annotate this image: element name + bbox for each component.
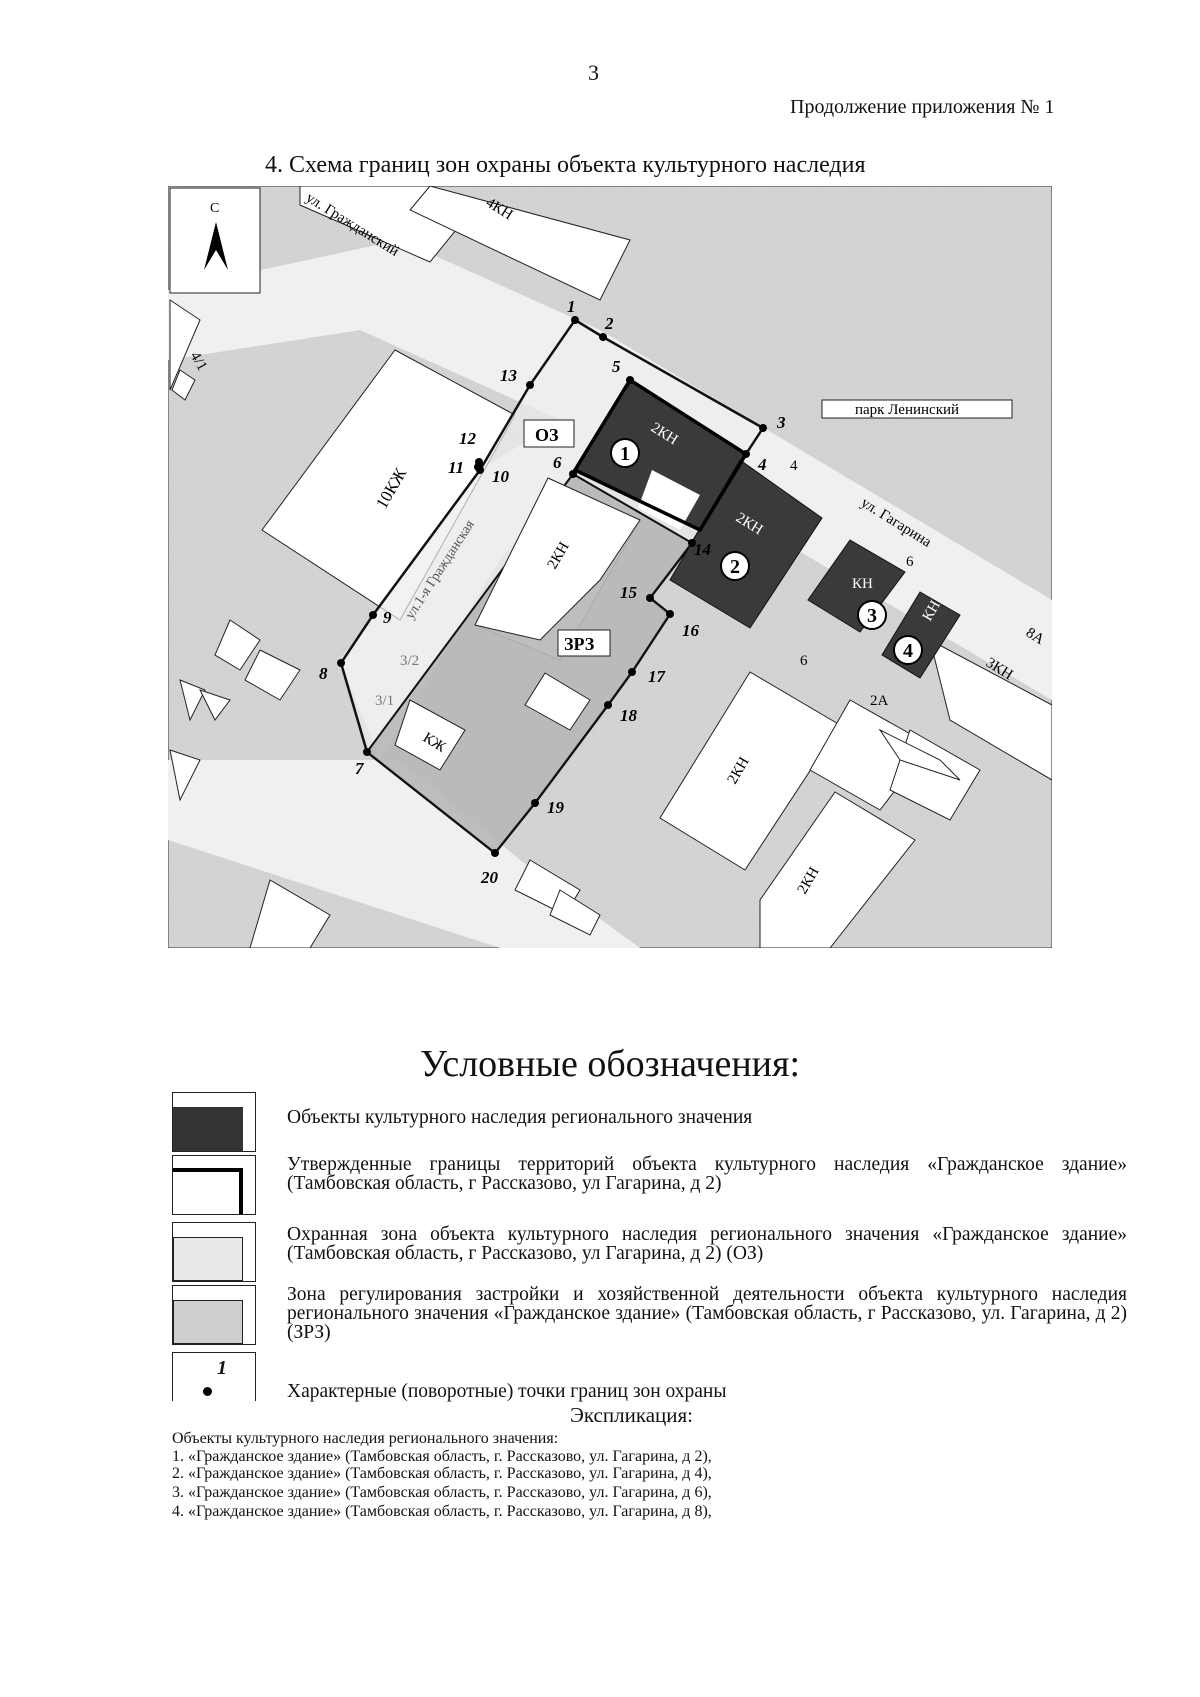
legend-item: Охранная зона объекта культурного наслед… xyxy=(287,1224,1127,1264)
courtyard xyxy=(638,470,700,530)
territory-boundary xyxy=(572,378,749,533)
legend-swatch-territory xyxy=(172,1155,256,1215)
north-label: С xyxy=(210,201,219,216)
boundary-point-label: 12 xyxy=(459,429,477,448)
explication-item: 3. «Гражданское здание» (Тамбовская обла… xyxy=(172,1484,712,1501)
legend-item: Характерные (поворотные) точки границ зо… xyxy=(287,1381,727,1402)
object-number-label: 2 xyxy=(730,556,740,578)
object-number-label: 4 xyxy=(903,640,913,662)
legend-swatch-zrz xyxy=(172,1285,256,1345)
boundary-point-label: 7 xyxy=(355,759,365,778)
boundary-point-label: 11 xyxy=(448,458,464,477)
boundary-point xyxy=(337,659,345,667)
boundary-point-label: 13 xyxy=(500,366,518,385)
regulation-zone-zrz xyxy=(365,472,694,855)
building-label: 2А xyxy=(870,693,889,709)
point-symbol-label: 1 xyxy=(217,1357,227,1379)
building-label: КН xyxy=(852,576,873,592)
object-number-marker xyxy=(857,600,887,630)
boundary-point-label: 20 xyxy=(480,868,499,887)
boundary-point xyxy=(569,470,577,478)
boundary-point-label: 1 xyxy=(567,297,576,316)
boundary-point xyxy=(646,594,654,602)
boundary-point-label: 6 xyxy=(553,453,562,472)
boundary-point xyxy=(759,424,767,432)
legend-item: Зона регулирования застройки и хозяйстве… xyxy=(287,1284,1127,1343)
legend-swatch-oz xyxy=(172,1222,256,1282)
boundary-point xyxy=(628,668,636,676)
boundary-point-label: 14 xyxy=(694,540,711,559)
continuation-note: Продолжение приложения № 1 xyxy=(790,96,1055,118)
explication-item: 1. «Гражданское здание» (Тамбовская обла… xyxy=(172,1448,712,1465)
boundary-point xyxy=(666,610,674,618)
boundary-point xyxy=(626,376,634,384)
building-label: 3/1 xyxy=(375,693,394,709)
object-number-marker xyxy=(720,551,750,581)
north-arrow-icon xyxy=(204,222,228,270)
boundary-point-label: 17 xyxy=(648,667,667,686)
legend-swatch-heritage xyxy=(172,1092,256,1152)
building-label: 6 xyxy=(800,653,808,669)
boundary-point-label: 10 xyxy=(492,467,510,486)
boundary-point-label: 15 xyxy=(620,583,638,602)
boundary-point xyxy=(531,799,539,807)
boundary-point-label: 19 xyxy=(547,798,565,817)
object-number-marker xyxy=(610,438,640,468)
boundary-point xyxy=(604,701,612,709)
legend-item: Утвержденные границы территорий объекта … xyxy=(287,1154,1127,1194)
zrz-label: ЗРЗ xyxy=(564,634,595,654)
explication-item: 4. «Гражданское здание» (Тамбовская обла… xyxy=(172,1503,712,1520)
boundary-point xyxy=(688,539,696,547)
boundary-point xyxy=(571,316,579,324)
street-label: парк Ленинский xyxy=(855,402,959,418)
boundary-point-label: 5 xyxy=(612,357,621,376)
boundary-point-label: 4 xyxy=(757,455,767,474)
object-number-marker xyxy=(893,635,923,665)
scheme-title: 4. Схема границ зон охраны объекта культ… xyxy=(265,152,866,178)
boundary-point xyxy=(491,849,499,857)
legend-item: Объекты культурного наследия регионально… xyxy=(287,1107,753,1128)
boundary-point-label: 9 xyxy=(383,608,392,627)
legend-title: Условные обозначения: xyxy=(420,1043,801,1085)
boundary-point xyxy=(363,748,371,756)
boundary-point-label: 18 xyxy=(620,706,638,725)
boundary-point-label: 3 xyxy=(776,413,786,432)
legend-swatch-point: 1 xyxy=(172,1352,256,1401)
boundary-point-label: 8 xyxy=(319,664,328,683)
object-number-label: 1 xyxy=(620,443,630,465)
object-number-label: 3 xyxy=(867,605,877,627)
explication-title: Экспликация: xyxy=(570,1403,693,1427)
boundary-point-label: 16 xyxy=(682,621,700,640)
building-label: 3/2 xyxy=(400,653,419,669)
boundary-point xyxy=(475,458,483,466)
boundary-point xyxy=(742,450,750,458)
boundary-point-label: 2 xyxy=(604,314,614,333)
point-icon xyxy=(203,1387,212,1396)
oz-label: ОЗ xyxy=(535,425,559,445)
boundary-point xyxy=(526,381,534,389)
boundary-point xyxy=(599,333,607,341)
page-number: 3 xyxy=(588,60,599,85)
buildings xyxy=(169,186,1052,948)
zrz-buildings xyxy=(394,477,641,771)
building-label: 4 xyxy=(790,458,798,474)
building-label: 6 xyxy=(906,554,914,570)
explication-heading: Объекты культурного наследия регионально… xyxy=(172,1430,559,1447)
explication-item: 2. «Гражданское здание» (Тамбовская обла… xyxy=(172,1465,712,1482)
zone-map: С ОЗ ЗРЗ ул. Гражданский парк Ленинский … xyxy=(168,186,1052,948)
boundary-point xyxy=(369,611,377,619)
